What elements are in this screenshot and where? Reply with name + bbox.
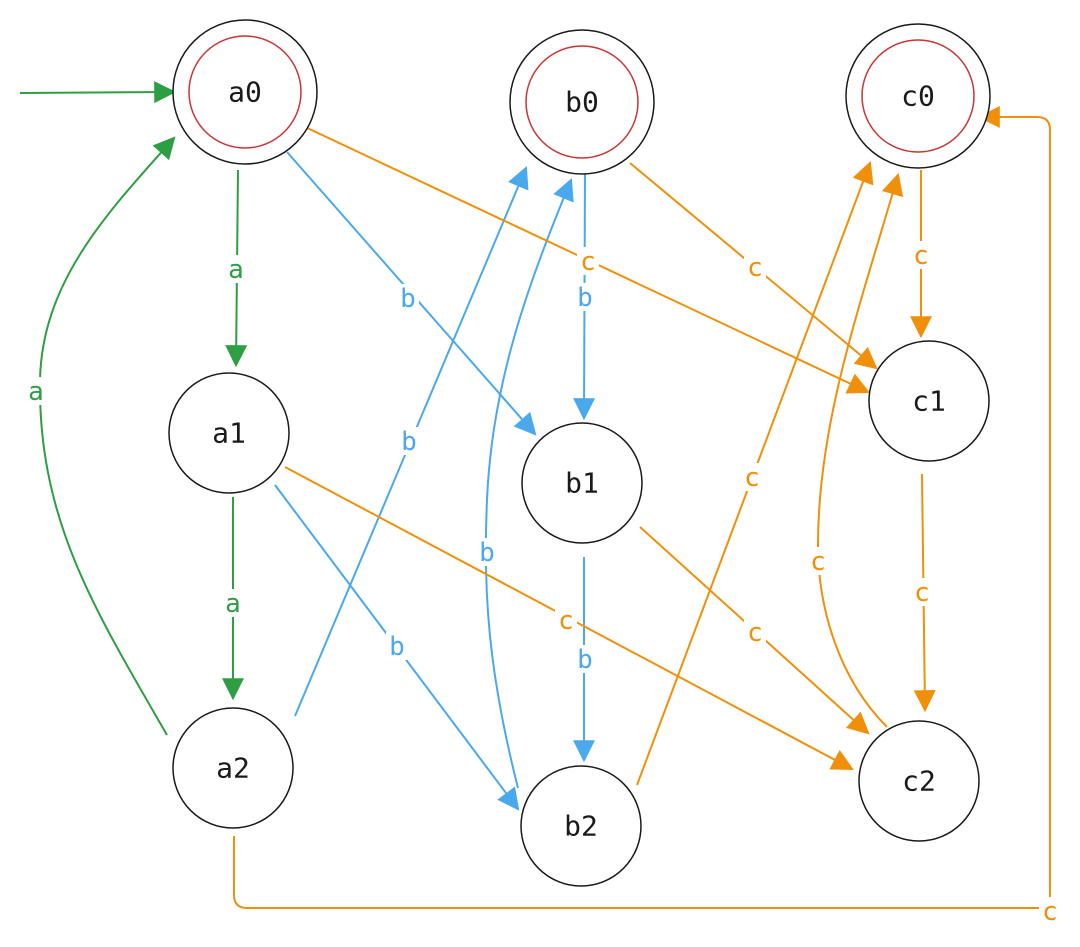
transition-label-bg [398, 427, 420, 455]
state-label: b1 [565, 467, 599, 500]
accept-ring [861, 39, 975, 153]
transition-label-bg [574, 283, 596, 311]
transition-label-c0-c1: c [913, 241, 929, 271]
state-circle [168, 372, 290, 494]
state-a2: a2 [172, 707, 294, 829]
transition-label-a1-c2: c [558, 606, 574, 636]
transition-label-bg [741, 463, 763, 491]
state-c1: c1 [868, 340, 990, 462]
transition-label-a0-a1: a [228, 255, 244, 285]
transition-label-bg [744, 253, 766, 281]
state-label: a1 [212, 417, 246, 450]
transition-b2-b0 [484, 177, 574, 789]
transition-label-bg [744, 618, 766, 646]
state-b2: b2 [520, 765, 642, 887]
transition-label-b1-c2: c [747, 618, 763, 648]
state-circle [172, 707, 294, 829]
state-label: a2 [216, 752, 250, 785]
state-circle [509, 29, 655, 175]
state-b0: b0 [509, 29, 655, 175]
transition-label-a0-b1: b [400, 284, 416, 314]
transition-label-bg [911, 578, 933, 606]
transition-label-bg [397, 284, 419, 312]
state-b1: b1 [521, 422, 643, 544]
state-circle [845, 23, 991, 169]
state-c2: c2 [858, 720, 980, 842]
transition-label-a1-b2: b [389, 632, 405, 662]
transition-label-bg [386, 632, 408, 660]
transition-label-bg [807, 547, 829, 575]
state-label: b2 [564, 810, 598, 843]
transition-label-bg [577, 247, 599, 275]
state-label: c2 [902, 765, 936, 798]
transition-label-bg [910, 241, 932, 269]
start-arrow [19, 81, 177, 104]
state-label: a0 [228, 76, 262, 109]
transition-label-a2-b0: b [401, 427, 417, 457]
state-a1: a1 [168, 372, 290, 494]
transition-label-a1-a2: a [225, 589, 241, 619]
transition-label-bg [225, 255, 247, 283]
transition-label-a2-c0: c [1042, 897, 1058, 927]
state-circle [868, 340, 990, 462]
transition-label-bg [476, 538, 498, 566]
transition-label-bg [25, 377, 47, 405]
state-label: c0 [901, 80, 935, 113]
transition-label-bg [555, 606, 577, 634]
transition-a2-a0 [38, 136, 176, 736]
transition-label-c1-c2: c [914, 578, 930, 608]
transition-label-bg [574, 645, 596, 673]
transition-label-b0-c1: c [747, 253, 763, 283]
state-label: b0 [565, 86, 599, 119]
transition-label-bg [1039, 897, 1061, 925]
transition-label-b2-b0: b [479, 538, 495, 568]
transition-label-b1-b2: b [577, 645, 593, 675]
state-circle [521, 422, 643, 544]
transition-c2-c0 [816, 172, 904, 728]
transition-label-a0-c1: c [580, 247, 596, 277]
accept-ring [525, 45, 639, 159]
state-circle [520, 765, 642, 887]
transition-label-b0-b1: b [577, 283, 593, 313]
state-label: c1 [912, 385, 946, 418]
accept-ring [188, 35, 302, 149]
state-a0: a0 [172, 19, 318, 165]
state-c0: c0 [845, 23, 991, 169]
transition-label-c2-c0: c [810, 547, 826, 577]
transition-label-bg [222, 589, 244, 617]
state-circle [858, 720, 980, 842]
state-circle [172, 19, 318, 165]
transition-label-b2-c0: c [744, 463, 760, 493]
transition-label-a2-a0: a [28, 377, 44, 407]
